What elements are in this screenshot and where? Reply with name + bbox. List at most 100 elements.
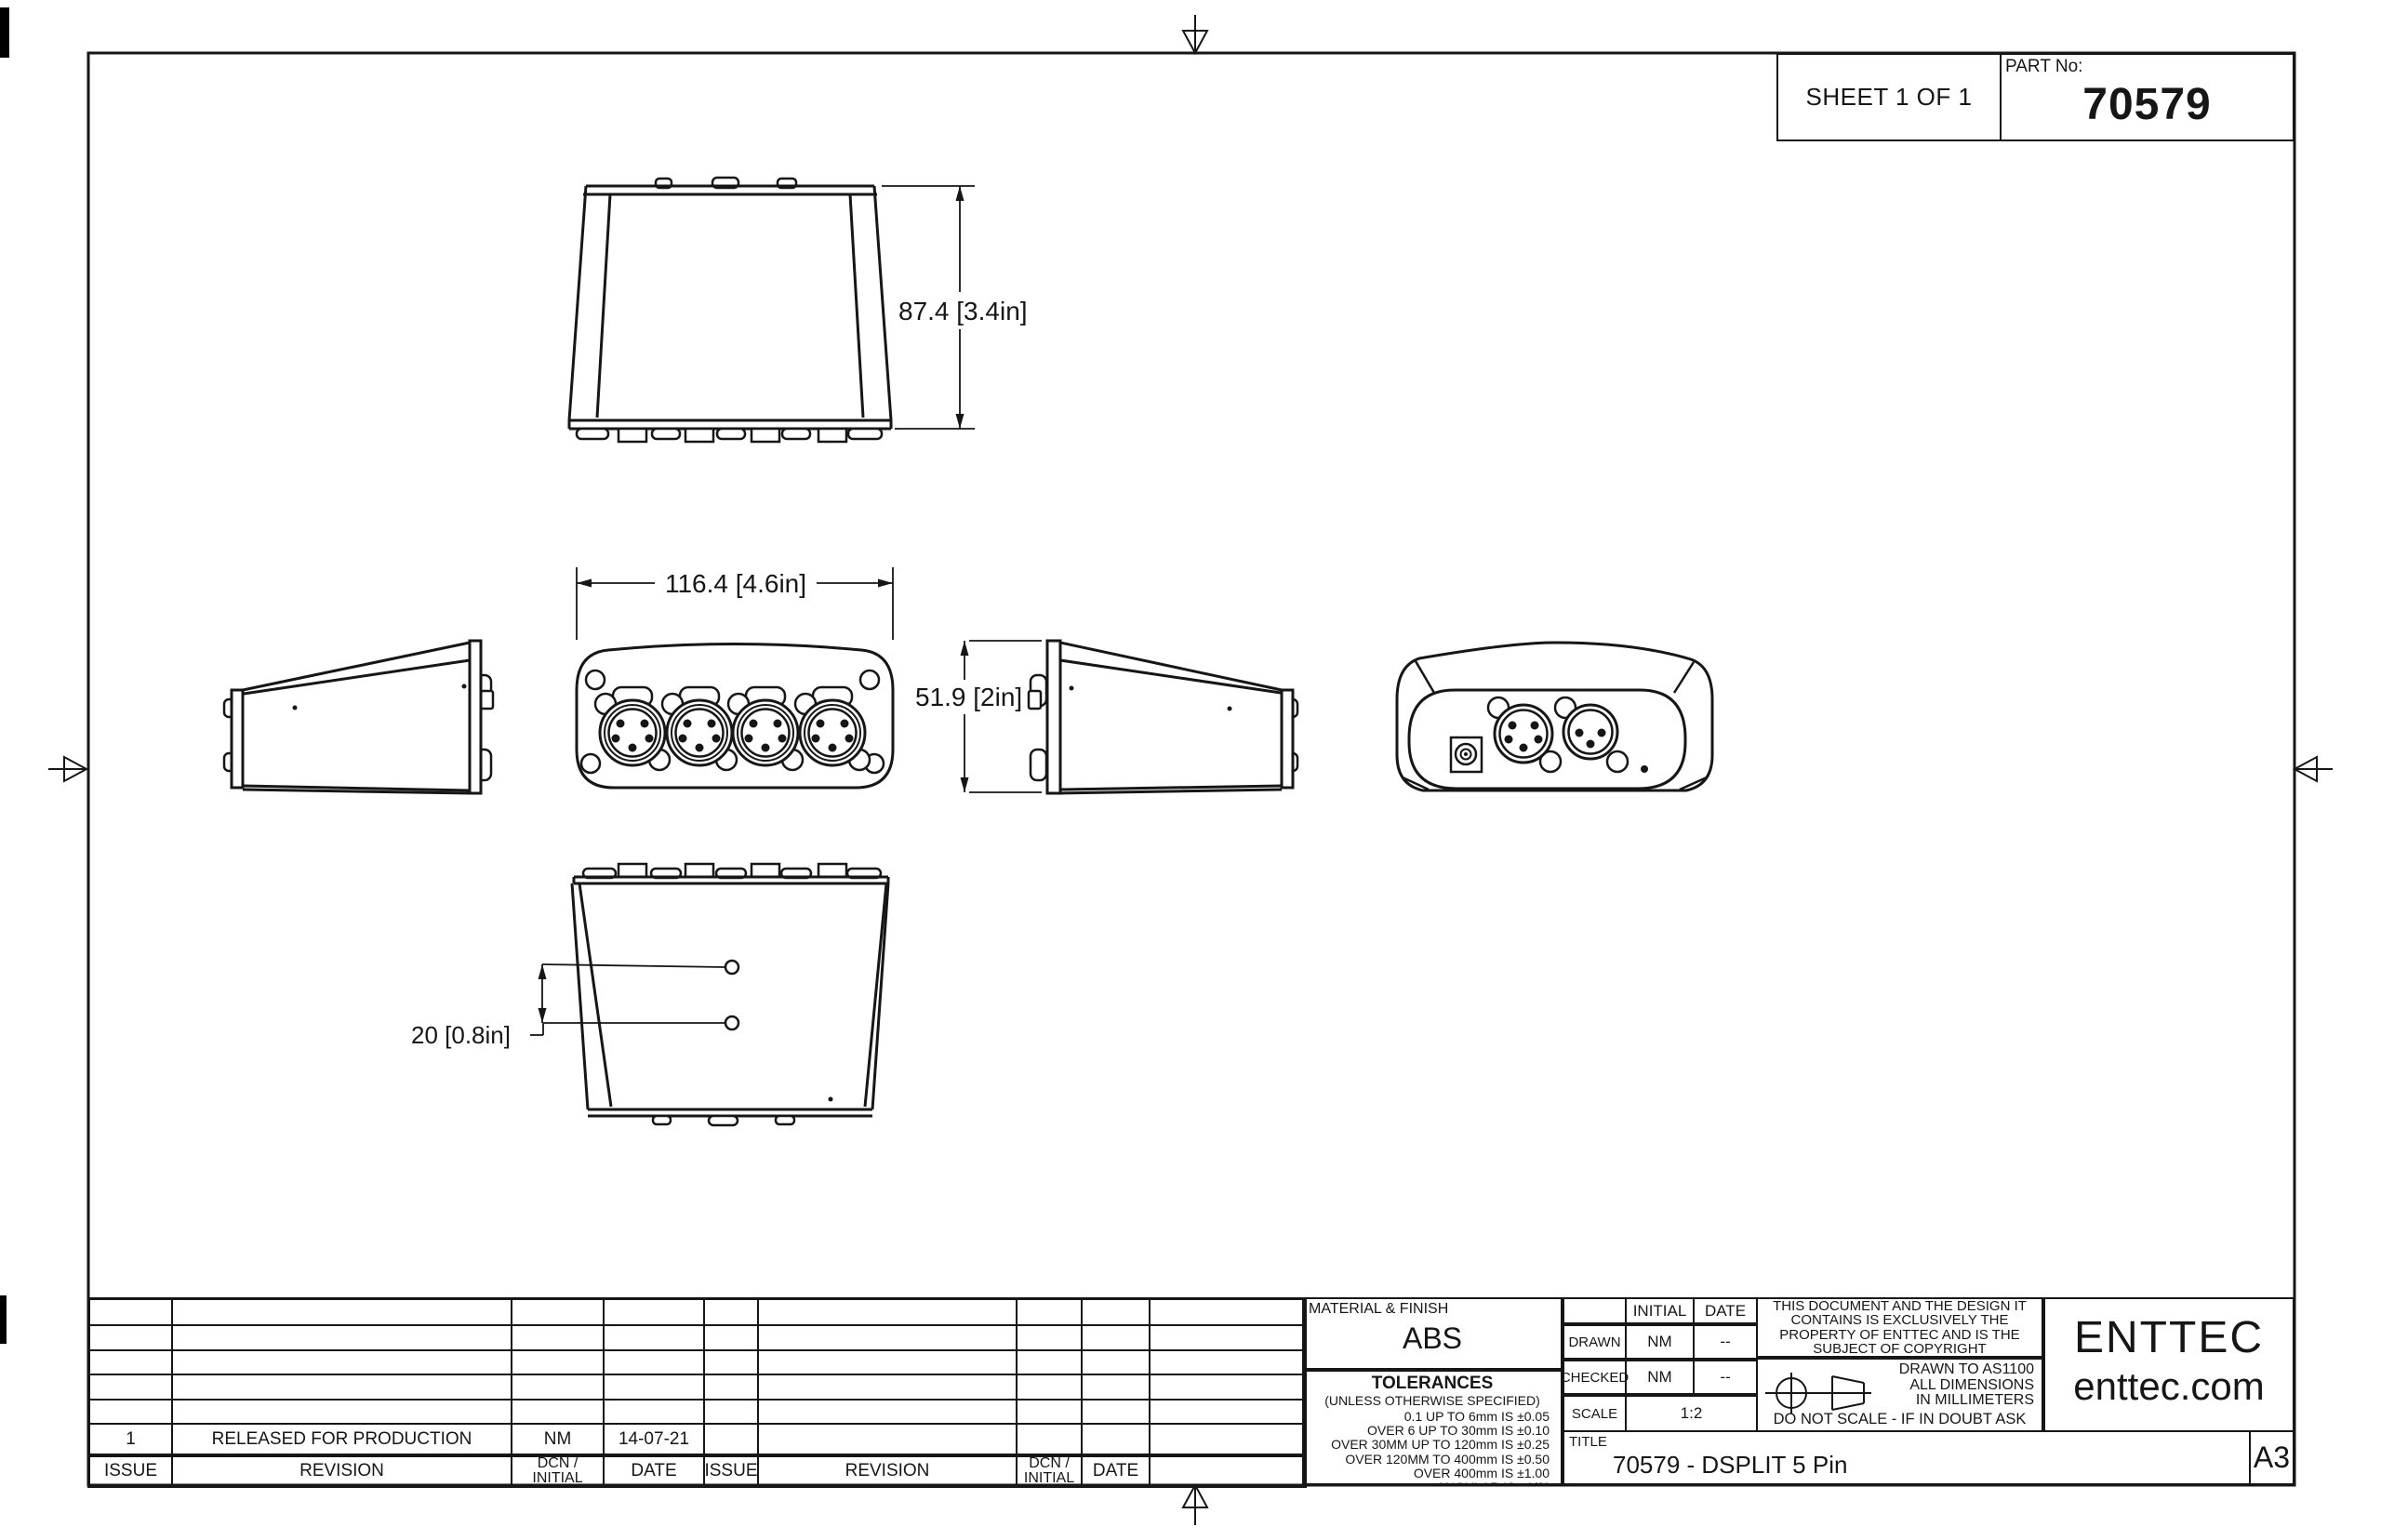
revision-cell: 14-07-21 [603, 1422, 703, 1454]
revision-header-cell: REVISION [171, 1453, 511, 1485]
scale-value-cell: 1:2 [1625, 1395, 1758, 1432]
xlr-output-1 [593, 685, 672, 772]
revision-cell [90, 1300, 171, 1324]
scan-artifact [0, 7, 9, 58]
revision-cell [90, 1348, 171, 1374]
drawn-date-cell: -- [1693, 1324, 1758, 1360]
revision-cell [1081, 1374, 1149, 1399]
revision-cell [757, 1422, 1016, 1454]
revision-cell [1016, 1374, 1081, 1399]
revision-cell [603, 1324, 703, 1349]
tolerances-lines: 0.1 UP TO 6mm IS ±0.05 OVER 6 UP TO 30mm… [1304, 1409, 1561, 1483]
part-number-cell: PART No: 70579 [2000, 53, 2295, 141]
checked-initial: NM [1647, 1368, 1672, 1386]
dc-power-jack [1449, 736, 1483, 774]
revision-header-cell: REVISION [757, 1453, 1016, 1485]
revision-cell [171, 1374, 511, 1399]
checked-date-cell: -- [1693, 1360, 1758, 1395]
revision-cell [171, 1324, 511, 1349]
standards-note: DRAWN TO AS1100 ALL DIMENSIONS IN MILLIM… [1899, 1361, 2034, 1409]
revision-header-cell: ISSUE [703, 1453, 757, 1485]
revision-cell [1081, 1324, 1149, 1349]
title-label: TITLE [1569, 1434, 1607, 1450]
standards-line: IN MILLIMETERS [1915, 1392, 2034, 1408]
dim-height-label: 51.9 [2in] [915, 683, 1022, 711]
revision-cell [1081, 1348, 1149, 1374]
revision-cell [511, 1324, 603, 1349]
third-angle-projection-icon [1765, 1373, 1871, 1414]
approval-corner-cell [1563, 1297, 1627, 1324]
right-side-view [1027, 639, 1299, 795]
revision-cell [603, 1374, 703, 1399]
revision-cell [1016, 1422, 1081, 1454]
scale-label-cell: SCALE [1563, 1395, 1627, 1432]
title-cell: TITLE 70579 - DSPLIT 5 Pin [1563, 1430, 2251, 1485]
xlr-input-5pin [1486, 696, 1563, 774]
do-not-scale-note: DO NOT SCALE - IF IN DOUBT ASK [1773, 1411, 2027, 1427]
revision-cell: 1 [90, 1422, 171, 1454]
revision-cell [603, 1300, 703, 1325]
revision-cell [1016, 1398, 1081, 1423]
projection-cell: DRAWN TO AS1100 ALL DIMENSIONS IN MILLIM… [1756, 1358, 2043, 1432]
revision-cell [757, 1348, 1016, 1374]
tolerance-line: OVER 400mm IS ±1.00 [1413, 1465, 1550, 1480]
material-cell: MATERIAL & FINISH ABS [1302, 1297, 1563, 1370]
revision-cell [703, 1300, 757, 1325]
company-name: ENTTEC [2074, 1313, 2264, 1362]
revision-cell [757, 1324, 1016, 1349]
tolerance-line: OVER 6 UP TO 30mm IS ±0.10 [1367, 1423, 1550, 1439]
revision-cell [90, 1324, 171, 1348]
dimension-width: 116.4 [4.6in] [576, 564, 894, 640]
sheet-number-cell: SHEET 1 OF 1 [1776, 53, 2002, 141]
xlr-output-3 [726, 685, 805, 772]
revision-cell [1016, 1348, 1081, 1374]
revision-cell [1149, 1324, 1304, 1349]
tolerances-title: TOLERANCES [1371, 1374, 1494, 1393]
scan-artifact [0, 1295, 7, 1344]
dim-depth-label: 87.4 [3.4in] [898, 297, 1028, 325]
revision-cell [603, 1348, 703, 1374]
revision-cell [703, 1398, 757, 1423]
sheet-number-label: SHEET 1 OF 1 [1805, 83, 1973, 111]
checked-initial-cell: NM [1625, 1360, 1695, 1395]
revision-cell [1149, 1374, 1304, 1399]
drawn-initial: NM [1647, 1333, 1672, 1350]
dimension-hole-spacing: 20 [0.8in] [411, 963, 726, 1049]
mounting-hole [724, 959, 740, 976]
revision-cell [703, 1374, 757, 1399]
dimension-height: 51.9 [2in] [911, 640, 1042, 793]
tolerance-line: ANGULAR IS ±1/2° [1304, 1480, 1550, 1483]
company-website: enttec.com [2073, 1364, 2265, 1408]
revision-cell [603, 1398, 703, 1423]
revision-cell [703, 1422, 757, 1454]
drawn-date: -- [1720, 1333, 1731, 1350]
copyright-text: THIS DOCUMENT AND THE DESIGN IT CONTAINS… [1773, 1297, 2027, 1357]
revision-header-cell: DATE [1081, 1453, 1149, 1485]
revision-header-cell: DCN / INITIAL [1016, 1453, 1081, 1485]
revision-cell [1081, 1398, 1149, 1423]
paper-size-cell: A3 [2249, 1430, 2295, 1485]
xlr-thru-3pin [1553, 696, 1629, 774]
drawn-label-cell: DRAWN [1563, 1324, 1627, 1360]
scale-label: SCALE [1571, 1405, 1618, 1422]
revision-cell [757, 1398, 1016, 1423]
revision-cell [1149, 1348, 1304, 1374]
copyright-cell: THIS DOCUMENT AND THE DESIGN IT CONTAINS… [1756, 1297, 2043, 1358]
sheet-border [86, 51, 2296, 1487]
center-mark-left [48, 755, 89, 783]
revision-cell [90, 1374, 171, 1398]
revision-cell [1149, 1398, 1304, 1423]
revision-cell [1016, 1324, 1081, 1349]
paper-size: A3 [2253, 1440, 2291, 1474]
revision-header-cell: DCN / INITIAL [511, 1453, 603, 1485]
drawing-title: 70579 - DSPLIT 5 Pin [1613, 1451, 1848, 1479]
checked-date: -- [1720, 1368, 1731, 1386]
part-no-label: PART No: [2005, 57, 2083, 76]
revision-cell [90, 1398, 171, 1423]
mounting-hole [724, 1015, 740, 1031]
top-view [567, 176, 893, 444]
revision-cell [703, 1348, 757, 1374]
revision-cell [1081, 1300, 1149, 1325]
revision-cell [1016, 1300, 1081, 1325]
